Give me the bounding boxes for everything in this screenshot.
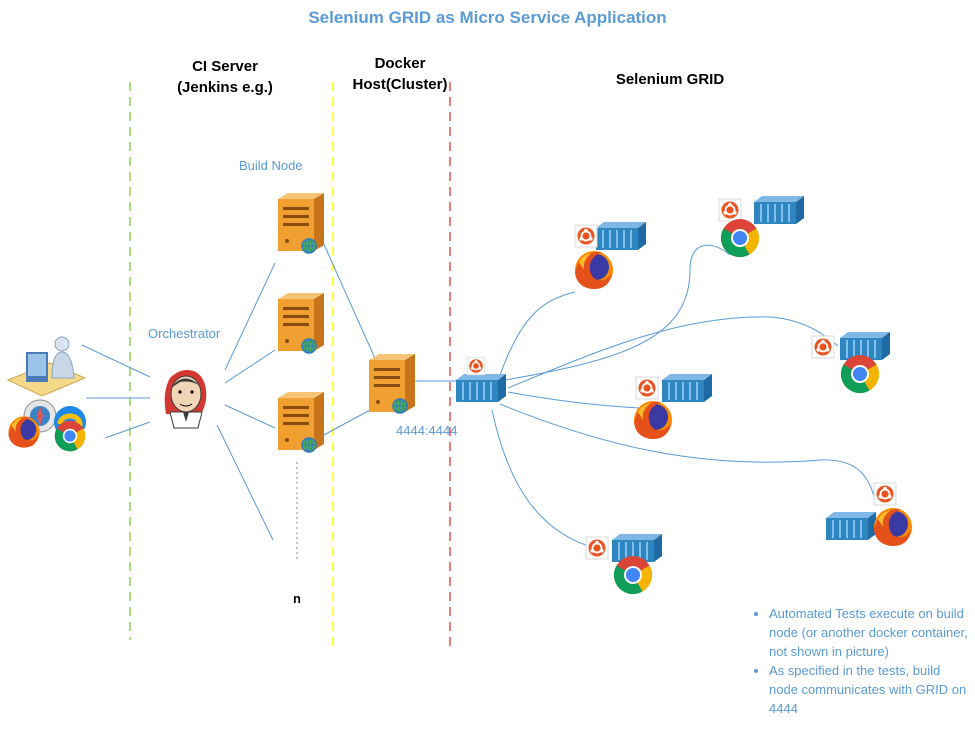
ci-server-heading-line2: (Jenkins e.g.) <box>177 79 273 96</box>
orchestrator-label: Orchestrator <box>148 326 221 341</box>
container-icon <box>595 221 647 251</box>
chrome-icon <box>613 556 653 595</box>
server-icon <box>278 392 324 453</box>
diagram-title: Selenium GRID as Micro Service Applicati… <box>308 8 667 27</box>
notes-list: Automated Tests execute on build node (o… <box>745 604 970 718</box>
container-icon <box>661 373 713 403</box>
ci-server-heading: CI Server (Jenkins e.g.) <box>160 56 290 98</box>
chrome-icon <box>840 355 880 394</box>
firefox-icon <box>634 401 672 440</box>
grid-connectors <box>491 244 876 549</box>
selenium-grid-heading: Selenium GRID <box>615 71 725 88</box>
ubuntu-icon <box>811 335 835 359</box>
server-icon <box>278 293 324 354</box>
server-icon <box>369 354 415 414</box>
firefox-icon <box>575 251 613 290</box>
note-item: Automated Tests execute on build node (o… <box>769 604 970 661</box>
server-icon <box>278 193 324 254</box>
docker-connectors <box>321 239 456 437</box>
container-icon <box>825 511 877 541</box>
firefox-icon <box>874 508 912 547</box>
jenkins-icon <box>164 370 207 429</box>
ubuntu-icon <box>635 376 659 400</box>
ubuntu-icon <box>718 198 742 222</box>
ci-server-heading-line1: CI Server <box>192 58 258 75</box>
container-icon <box>753 195 805 225</box>
user-connectors <box>81 344 151 439</box>
ubuntu-icon <box>585 536 609 560</box>
container-icon <box>455 373 507 403</box>
build-node-label: Build Node <box>239 158 303 173</box>
docker-host-heading-line1: Docker <box>374 55 426 72</box>
browsers-icon <box>8 399 86 452</box>
ubuntu-icon <box>574 224 598 248</box>
orchestrator-connectors <box>216 262 298 562</box>
docker-host-heading: Docker Host(Cluster) <box>335 53 465 95</box>
port-mapping-label: 4444:4444 <box>396 423 458 438</box>
node-count-n-label: n <box>293 591 301 606</box>
note-item: As specified in the tests, build node co… <box>769 661 970 718</box>
ubuntu-icon <box>466 356 486 376</box>
user-computer-icon <box>6 336 87 397</box>
chrome-icon <box>720 219 760 258</box>
ubuntu-icon <box>873 482 897 506</box>
docker-host-heading-line2: Host(Cluster) <box>352 76 448 93</box>
